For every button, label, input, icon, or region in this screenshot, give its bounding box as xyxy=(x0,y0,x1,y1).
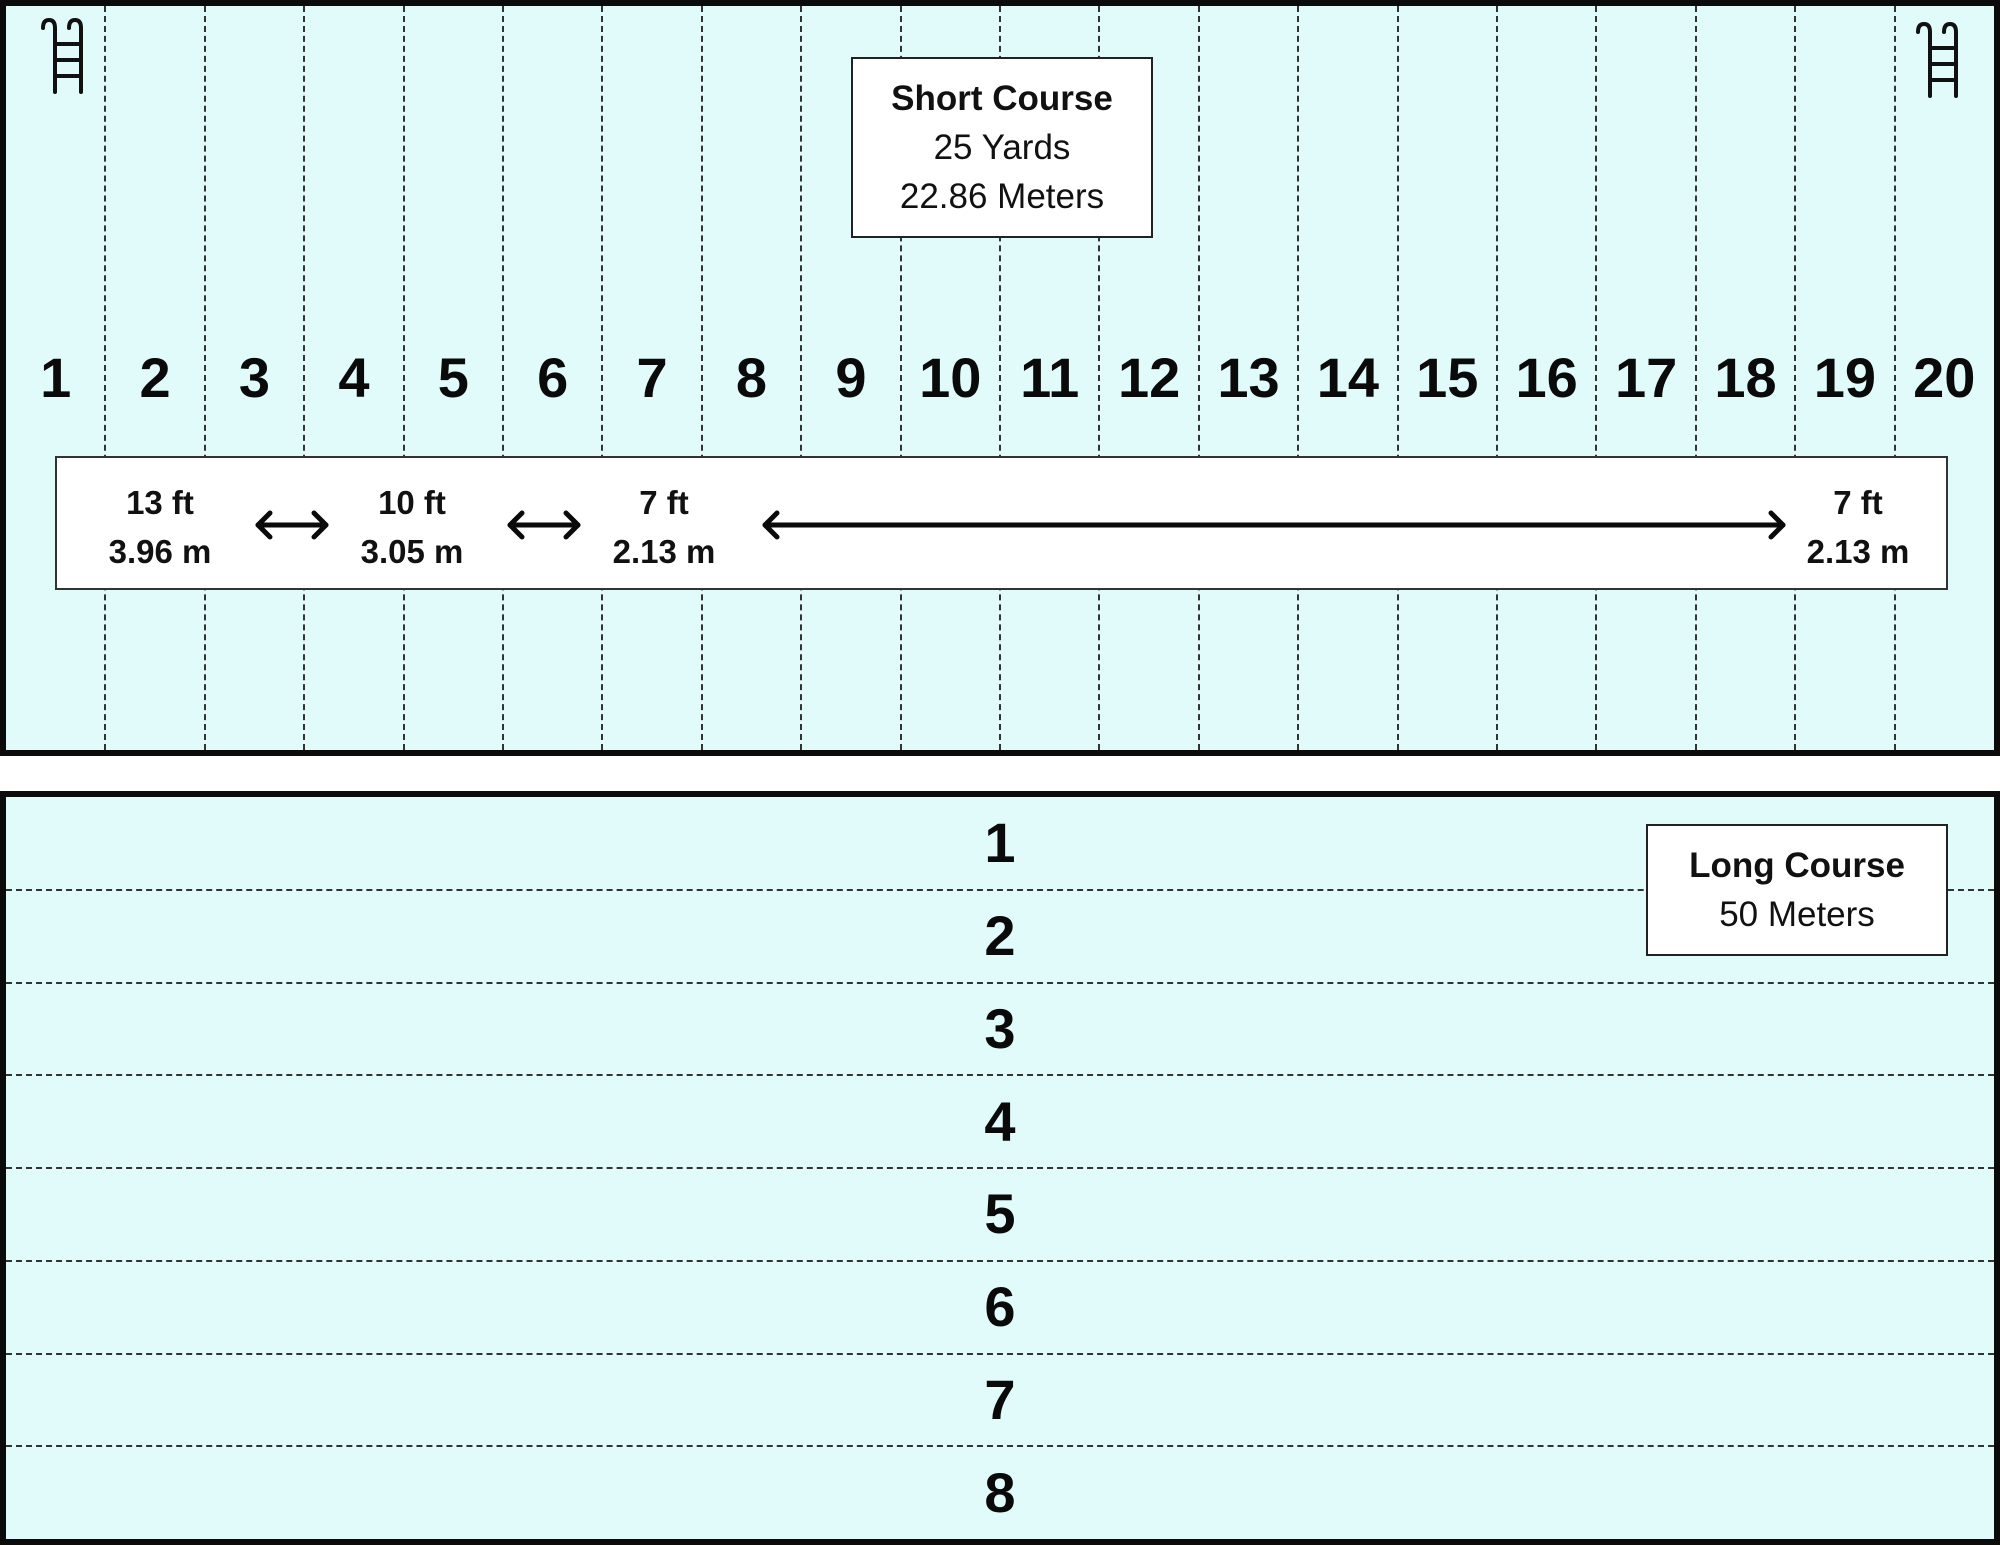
lane-divider-line xyxy=(303,6,306,750)
long-course-info-box: Long Course 50 Meters xyxy=(1646,824,1948,956)
lane-divider-line xyxy=(700,6,703,750)
lane-number: 9 xyxy=(835,346,867,409)
lane-number: 8 xyxy=(984,1460,1016,1524)
lane-number: 4 xyxy=(984,1089,1016,1153)
lane-number: 20 xyxy=(1913,346,1976,409)
long-course-title: Long Course xyxy=(1689,846,1905,885)
lane-number: 12 xyxy=(1117,346,1181,409)
depth-ft: 10 ft xyxy=(378,484,446,521)
lane-divider-line xyxy=(1595,6,1598,750)
depth-marker-2: 10 ft 3.05 m xyxy=(361,478,464,576)
double-arrow-icon xyxy=(762,510,1786,540)
lane-divider-line xyxy=(999,6,1001,750)
lane-divider-line xyxy=(6,1167,1994,1169)
depth-m: 3.96 m xyxy=(108,533,212,570)
lane-divider-line xyxy=(1098,6,1101,750)
long-course-pool: 1 2 3 4 5 6 7 8 Long Course 50 Meters xyxy=(0,791,2000,1545)
lane-number: 7 xyxy=(636,346,668,409)
lane-number: 15 xyxy=(1416,346,1479,409)
lane-number: 14 xyxy=(1316,346,1380,409)
lane-number: 2 xyxy=(984,904,1016,968)
lane-number: 2 xyxy=(139,346,171,409)
lane-divider-line xyxy=(6,888,1994,891)
depth-m: 3.05 m xyxy=(360,533,464,570)
lane-divider-line xyxy=(1893,6,1896,750)
short-course-meters: 22.86 Meters xyxy=(899,177,1105,216)
lane-divider-line xyxy=(899,6,902,750)
lane-divider-line xyxy=(1396,6,1399,750)
short-course-title: Short Course xyxy=(891,79,1113,118)
lane-divider-line xyxy=(800,6,803,750)
lane-divider-line xyxy=(1496,6,1498,750)
depth-marker-1: 13 ft 3.96 m xyxy=(109,478,212,576)
lane-divider-line xyxy=(203,6,206,750)
depth-bar: 13 ft 3.96 m 10 ft 3.05 m 7 ft 2.13 m 7 … xyxy=(55,456,1948,590)
short-course-yards: 25 Yards xyxy=(933,128,1071,167)
lane-divider-line xyxy=(601,6,604,750)
depth-ft: 13 ft xyxy=(126,484,194,521)
lane-number: 1 xyxy=(40,346,72,409)
depth-marker-3: 7 ft 2.13 m xyxy=(613,478,716,576)
lane-number: 4 xyxy=(338,346,370,409)
long-course-meters: 50 Meters xyxy=(1719,895,1875,934)
pool-ladder-icon xyxy=(1916,21,1958,98)
lane-divider-line xyxy=(402,6,405,750)
depth-ft: 7 ft xyxy=(1833,484,1883,521)
lane-divider-line xyxy=(1694,6,1697,750)
lane-number: 8 xyxy=(735,346,768,409)
double-arrow-icon xyxy=(507,510,581,540)
lane-number: 6 xyxy=(537,346,569,409)
lane-number: 13 xyxy=(1217,346,1280,409)
lane-number: 6 xyxy=(984,1275,1016,1339)
double-arrow-icon xyxy=(255,510,329,540)
lane-number: 5 xyxy=(437,346,469,409)
lane-number: 7 xyxy=(984,1367,1016,1431)
pool-ladder-icon xyxy=(41,17,83,94)
depth-ft: 7 ft xyxy=(639,484,689,521)
lane-number: 5 xyxy=(984,1182,1016,1246)
depth-marker-4: 7 ft 2.13 m xyxy=(1807,478,1910,576)
lane-divider-line xyxy=(502,6,504,750)
lane-divider-line xyxy=(1197,6,1200,750)
lane-divider-line xyxy=(104,6,107,750)
lane-number: 18 xyxy=(1714,346,1777,409)
short-course-info-box: Short Course 25 Yards 22.86 Meters xyxy=(851,57,1153,238)
lane-divider-line xyxy=(6,1445,1994,1448)
lane-divider-line xyxy=(1297,6,1300,750)
lane-divider-line xyxy=(6,1259,1994,1262)
lane-number: 10 xyxy=(919,346,982,409)
lane-number: 17 xyxy=(1614,346,1678,409)
lane-number: 3 xyxy=(984,996,1016,1060)
lane-divider-line xyxy=(6,1074,1994,1077)
lane-number: 11 xyxy=(1020,346,1080,409)
depth-m: 2.13 m xyxy=(612,533,716,570)
lane-divider-line xyxy=(6,981,1994,984)
lane-number: 19 xyxy=(1813,346,1877,409)
lane-number: 1 xyxy=(984,811,1016,875)
lane-divider-line xyxy=(6,1352,1994,1355)
lane-number: 3 xyxy=(238,346,271,409)
depth-m: 2.13 m xyxy=(1806,533,1910,570)
lane-number: 16 xyxy=(1515,346,1578,409)
lane-divider-line xyxy=(1794,6,1797,750)
